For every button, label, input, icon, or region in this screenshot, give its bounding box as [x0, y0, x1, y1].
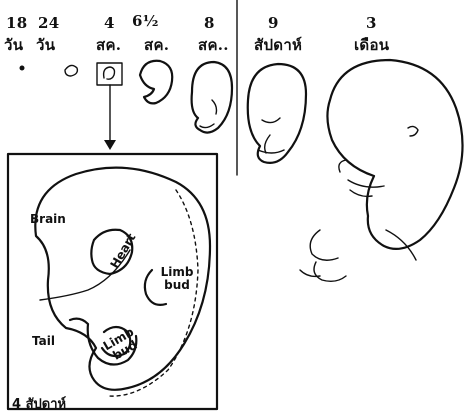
- fetus-ear: [408, 126, 418, 136]
- stage-unit-9: สัปดาห์: [254, 38, 302, 53]
- fetus-legs: [300, 230, 346, 281]
- stage-unit-24: วัน: [36, 38, 55, 53]
- zoom-arrow-head: [104, 140, 116, 150]
- stage-age-6-5: 6½: [132, 14, 159, 29]
- fetus-3-months: [327, 60, 462, 249]
- inset-label-brain: Brain: [30, 212, 66, 226]
- stage-unit-6-5: สค.: [144, 38, 169, 53]
- embryo-18-days: [20, 66, 25, 71]
- embryo-9-weeks-limbs: [258, 118, 284, 153]
- stage-unit-8: สค..: [198, 38, 229, 53]
- stage-age-9: 9: [268, 16, 279, 31]
- embryo-6-5-weeks: [140, 61, 172, 104]
- stage-age-4: 4: [104, 16, 115, 31]
- embryo-8-weeks: [192, 62, 232, 133]
- embryo-8-weeks-limbs: [200, 100, 217, 128]
- stage-unit-4: สค.: [96, 38, 121, 53]
- stage-unit-3: เดือน: [354, 38, 389, 53]
- embryo-4-weeks: [104, 67, 115, 79]
- stage-age-3: 3: [366, 16, 377, 31]
- stage-unit-18: วัน: [4, 38, 23, 53]
- inset-label-limb-bud-upper: Limb bud: [160, 266, 194, 292]
- stage-age-8: 8: [204, 16, 215, 31]
- inset-caption: 4 สัปดาห์: [12, 393, 66, 414]
- embryo-9-weeks: [248, 64, 306, 163]
- stage-age-24: 24: [38, 16, 59, 31]
- fetus-hand: [339, 160, 384, 196]
- stage-age-18: 18: [6, 16, 27, 31]
- embryo-4-weeks-box: [97, 63, 122, 85]
- inset-somites: [108, 190, 198, 396]
- inset-label-tail: Tail: [32, 334, 55, 348]
- embryo-24-days: [65, 65, 77, 76]
